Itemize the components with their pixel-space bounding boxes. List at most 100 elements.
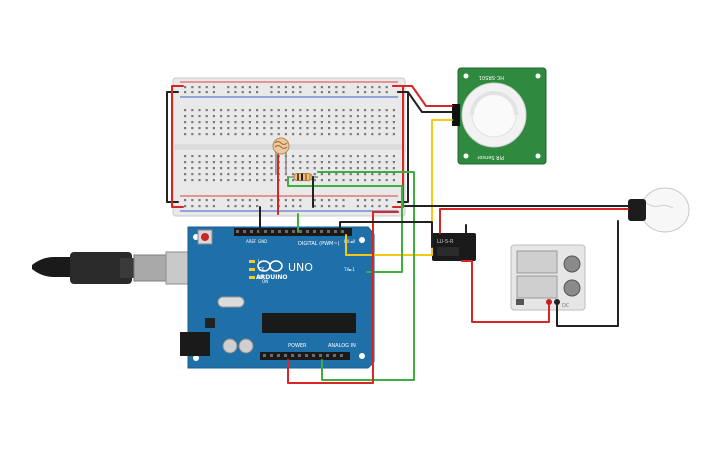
header-pin [284, 354, 287, 357]
breadboard-hole [313, 121, 316, 124]
wire-red-relay-bulb[interactable] [439, 208, 629, 234]
breadboard-hole [342, 161, 345, 164]
terminal-negative[interactable] [554, 299, 560, 305]
wire-red-rail-left[interactable] [171, 85, 184, 208]
breadboard-hole [320, 86, 323, 89]
breadboard-hole [385, 109, 388, 112]
breadboard-hole [205, 167, 208, 170]
breadboard-hole [270, 121, 273, 124]
breadboard-hole [349, 127, 352, 130]
power-supply[interactable]: DC [510, 244, 586, 311]
header-pin [263, 354, 266, 357]
breadboard-hole [227, 173, 230, 176]
breadboard-hole [284, 179, 287, 182]
usb-cable-icon [32, 257, 74, 277]
breadboard-hole [205, 161, 208, 164]
breadboard-hole [335, 109, 338, 112]
breadboard-hole [320, 91, 323, 94]
breadboard-hole [198, 86, 201, 89]
breadboard-hole [241, 115, 244, 118]
breadboard-hole [234, 109, 237, 112]
breadboard-hole [212, 133, 215, 136]
breadboard-hole [328, 86, 331, 89]
breadboard-hole [364, 121, 367, 124]
breadboard-hole [256, 205, 259, 208]
capacitor-2 [238, 338, 254, 354]
wire-green-breadboard-pin[interactable] [287, 176, 403, 273]
breadboard-hole [385, 167, 388, 170]
breadboard-hole [205, 127, 208, 130]
breadboard-hole [392, 115, 395, 118]
breadboard-hole [292, 167, 295, 170]
breadboard-hole [342, 127, 345, 130]
breadboard-hole [212, 91, 215, 94]
relay-module[interactable]: LU-5-R [432, 233, 476, 261]
breadboard-hole [378, 121, 381, 124]
resistor-band-3 [305, 173, 307, 181]
header-pin [326, 354, 329, 357]
breadboard-hole [234, 86, 237, 89]
breadboard-hole [299, 121, 302, 124]
breadboard-hole [306, 161, 309, 164]
breadboard-hole [292, 179, 295, 182]
wire-green-ldr-analog[interactable] [317, 171, 415, 381]
breadboard-hole [227, 133, 230, 136]
breadboard-hole [198, 179, 201, 182]
breadboard-hole [270, 86, 273, 89]
breadboard-hole [270, 127, 273, 130]
wire-black-relay-signal[interactable] [339, 221, 433, 248]
breadboard-hole [299, 91, 302, 94]
breadboard-hole [212, 167, 215, 170]
breadboard-hole [248, 91, 251, 94]
breadboard-hole [263, 155, 266, 158]
breadboard-hole [227, 91, 230, 94]
breadboard-hole [342, 115, 345, 118]
breadboard-hole [335, 199, 338, 202]
breadboard-hole [220, 179, 223, 182]
power-switch[interactable] [516, 299, 524, 305]
usb-cable[interactable] [32, 251, 205, 285]
pin-label-aref: AREF [246, 239, 257, 244]
breadboard-hole [263, 127, 266, 130]
breadboard-hole [371, 167, 374, 170]
breadboard-hole [306, 167, 309, 170]
pir-sensor[interactable]: HC-SR501 PIR Sensor [452, 67, 547, 165]
header-pin [285, 230, 288, 233]
atmega-chip [262, 313, 356, 333]
breadboard-hole [378, 127, 381, 130]
arduino-uno[interactable]: L TX RX ARDUINO UNO DIGITAL (PWM~) POWER… [180, 226, 375, 369]
wire-black-psu-bulb[interactable] [556, 220, 619, 327]
wire-yellow-pir-signal[interactable] [345, 119, 453, 256]
breadboard-hole [198, 121, 201, 124]
logo-loop-right [269, 260, 283, 272]
breadboard-hole [241, 121, 244, 124]
light-bulb[interactable] [628, 187, 690, 233]
dc-jack [180, 332, 210, 356]
breadboard-hole [184, 167, 187, 170]
wire-red-pir-vcc[interactable] [392, 85, 453, 107]
terminal-positive[interactable] [546, 299, 552, 305]
wire-red-psu-relay[interactable] [461, 260, 550, 323]
breadboard-hole [328, 115, 331, 118]
breadboard-hole [234, 115, 237, 118]
breadboard-hole [248, 127, 251, 130]
breadboard-hole [371, 109, 374, 112]
breadboard-hole [385, 155, 388, 158]
current-knob[interactable] [563, 279, 581, 297]
voltage-knob[interactable] [563, 255, 581, 273]
breadboard-hole [191, 133, 194, 136]
breadboard-hole [328, 179, 331, 182]
wire-black-pir-gnd[interactable] [397, 91, 453, 113]
breadboard-hole [299, 161, 302, 164]
label-on: ON [262, 279, 268, 284]
photoresistor[interactable] [272, 137, 290, 175]
breadboard-hole [220, 115, 223, 118]
breadboard-hole [256, 155, 259, 158]
breadboard-hole [234, 167, 237, 170]
breadboard-hole [349, 173, 352, 176]
breadboard-hole [378, 86, 381, 89]
breadboard-hole [392, 179, 395, 182]
power-header-label: POWER [288, 343, 307, 349]
wire-red-arduino-5v[interactable] [287, 211, 399, 384]
breadboard-hole [371, 161, 374, 164]
